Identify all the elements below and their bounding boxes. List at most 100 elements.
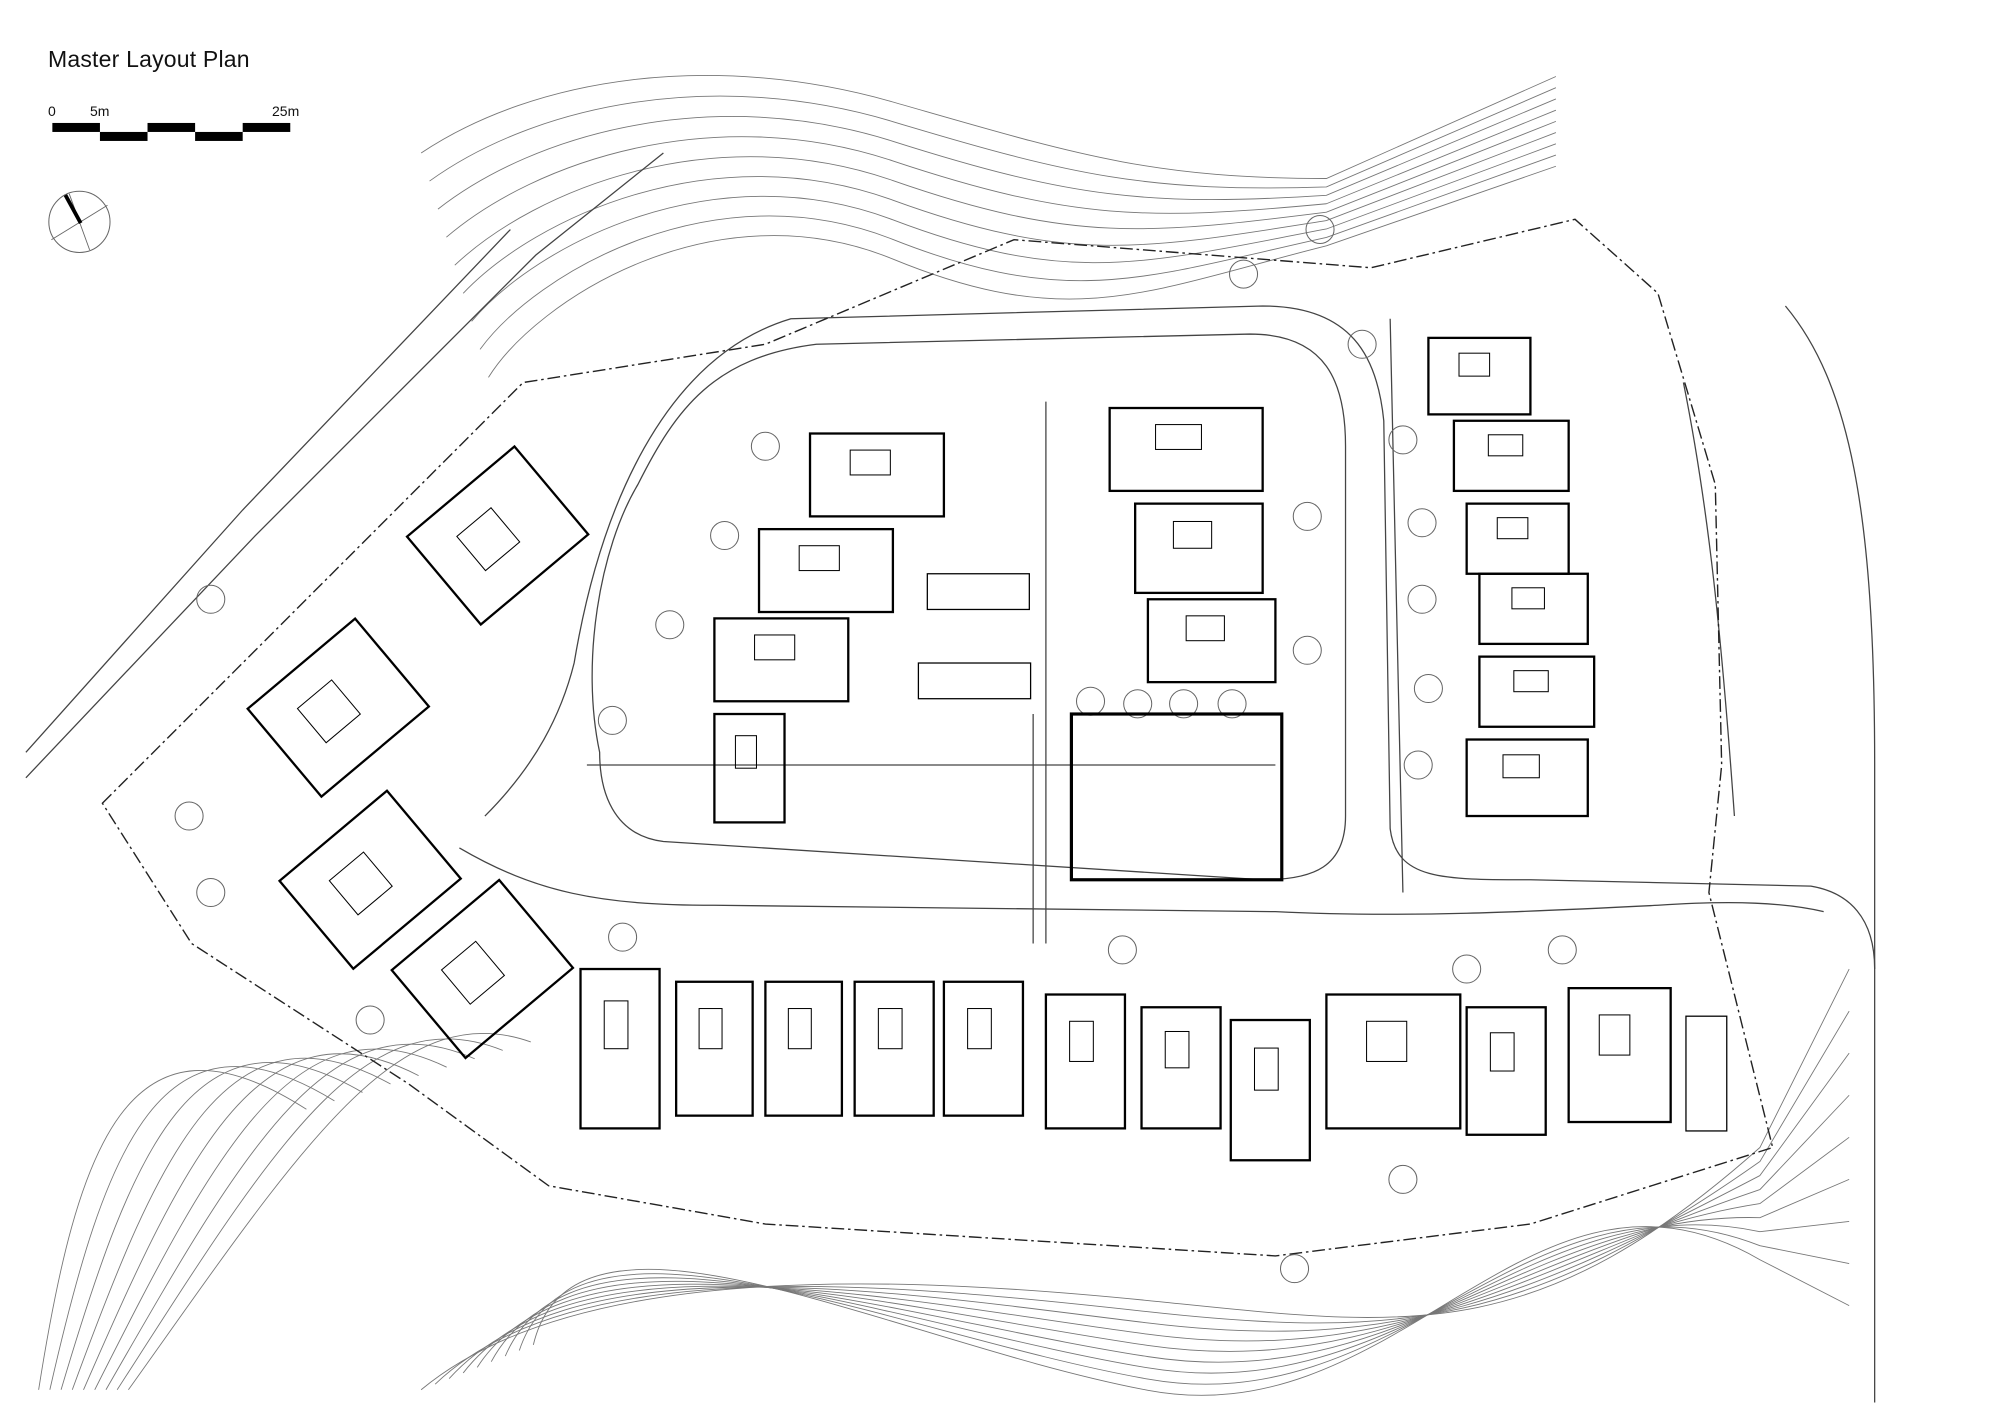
house-footprint bbox=[1146, 598, 1277, 684]
contour-line bbox=[462, 1094, 1850, 1374]
tree-symbol bbox=[196, 877, 226, 908]
house-footprint bbox=[390, 878, 575, 1060]
tree-symbol bbox=[608, 922, 638, 952]
house-outline bbox=[277, 789, 463, 971]
house-footprint bbox=[1427, 336, 1532, 416]
house-footprint bbox=[1325, 993, 1462, 1130]
stair-core bbox=[877, 1008, 903, 1050]
tree-symbol bbox=[1413, 673, 1443, 704]
house-footprint bbox=[853, 980, 935, 1117]
tree-symbol bbox=[355, 1005, 385, 1035]
tree-symbol bbox=[174, 801, 204, 831]
tree-symbol bbox=[710, 520, 740, 551]
tree-symbol bbox=[1407, 508, 1437, 538]
stair-core bbox=[328, 851, 393, 916]
tree-symbol bbox=[1123, 689, 1153, 719]
contour-line bbox=[420, 75, 1557, 179]
contour-line bbox=[49, 1066, 335, 1390]
houses bbox=[246, 336, 1672, 1162]
contour-line bbox=[518, 1226, 1850, 1385]
contour-line bbox=[462, 132, 1557, 294]
north-arrow-icon bbox=[48, 190, 111, 253]
house-footprint bbox=[713, 617, 850, 703]
contour-line bbox=[71, 1057, 391, 1390]
house-footprint bbox=[1478, 572, 1589, 646]
stair-core bbox=[754, 634, 796, 661]
house-footprint bbox=[1567, 986, 1672, 1124]
contour-line bbox=[490, 1178, 1850, 1363]
stair-core bbox=[787, 1008, 812, 1050]
stair-core bbox=[1366, 1020, 1408, 1062]
roads bbox=[25, 152, 1876, 1403]
stair-core bbox=[440, 940, 506, 1005]
tree-symbol bbox=[655, 610, 685, 640]
tree-symbol bbox=[597, 705, 627, 735]
contour-line bbox=[105, 1043, 475, 1390]
stair-core bbox=[1502, 754, 1540, 779]
house-footprint bbox=[405, 444, 590, 627]
tree-symbol bbox=[1075, 686, 1106, 716]
house-footprint bbox=[1478, 655, 1596, 728]
stair-core bbox=[1458, 352, 1491, 377]
house-footprint bbox=[1108, 406, 1264, 493]
house-footprint bbox=[1044, 993, 1127, 1130]
house-footprint bbox=[674, 980, 754, 1117]
contour-line bbox=[128, 1032, 531, 1391]
house-footprint bbox=[579, 967, 661, 1130]
contour-line bbox=[434, 1010, 1850, 1385]
tree-symbol bbox=[1292, 635, 1322, 665]
stair-core bbox=[603, 1000, 629, 1050]
stair-core bbox=[1155, 424, 1202, 450]
stair-core bbox=[1598, 1014, 1631, 1056]
house-footprint bbox=[1134, 502, 1264, 595]
house-footprint bbox=[1465, 738, 1589, 818]
stair-core bbox=[734, 735, 757, 769]
stair-core bbox=[456, 507, 521, 572]
tree-symbol bbox=[1292, 501, 1322, 531]
house-footprint bbox=[713, 712, 786, 824]
stair-core bbox=[1511, 587, 1545, 610]
contour-line bbox=[60, 1062, 363, 1390]
house-footprint bbox=[1452, 419, 1570, 493]
stair-core bbox=[698, 1008, 723, 1050]
stair-core bbox=[967, 1008, 992, 1050]
house-footprint bbox=[277, 789, 463, 971]
contour-line bbox=[437, 98, 1557, 210]
house-footprint bbox=[942, 980, 1025, 1117]
stair-core bbox=[1496, 517, 1529, 540]
house-footprint bbox=[1465, 1006, 1547, 1136]
contour-line bbox=[116, 1038, 503, 1391]
contour-line bbox=[488, 165, 1557, 378]
scale-label-25m: 25m bbox=[272, 103, 300, 119]
contour-line bbox=[429, 87, 1557, 189]
tree-symbol bbox=[196, 584, 226, 614]
contour-line bbox=[532, 1226, 1850, 1396]
house-footprint bbox=[757, 527, 895, 614]
stair-core bbox=[1513, 670, 1549, 693]
stair-core bbox=[1069, 1020, 1094, 1062]
contour-line bbox=[504, 1221, 1850, 1374]
stair-core bbox=[798, 545, 840, 572]
tree-symbol bbox=[1388, 1164, 1418, 1194]
contour-line bbox=[94, 1048, 447, 1390]
contour-line bbox=[476, 1136, 1850, 1368]
trees bbox=[174, 214, 1577, 1284]
contour-line bbox=[454, 120, 1557, 266]
tree-symbol bbox=[1279, 1254, 1310, 1284]
stair-core bbox=[296, 679, 362, 744]
contour-line bbox=[420, 968, 1850, 1391]
tree-symbol bbox=[1403, 750, 1433, 780]
house-outline bbox=[390, 878, 575, 1060]
drawing-title: Master Layout Plan bbox=[48, 46, 250, 72]
tree-symbol bbox=[750, 431, 780, 461]
tree-symbol bbox=[1217, 689, 1247, 719]
tree-symbol bbox=[1107, 935, 1137, 965]
terrain-contours bbox=[38, 75, 1850, 1396]
tree-symbol bbox=[1305, 214, 1335, 245]
pool-block bbox=[917, 573, 1728, 1132]
contour-line bbox=[38, 1070, 307, 1390]
house-outline bbox=[246, 616, 431, 799]
house-footprint bbox=[1229, 1018, 1311, 1162]
tree-symbol bbox=[1547, 935, 1577, 965]
